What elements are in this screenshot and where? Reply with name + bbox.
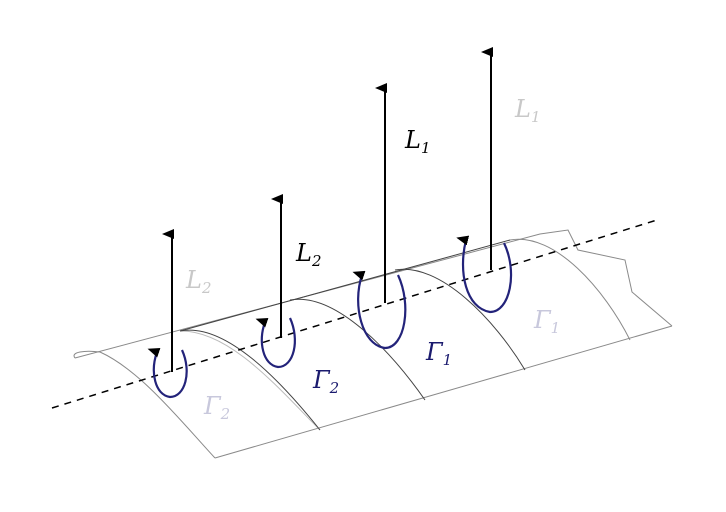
vortex-loop-left [255,317,296,369]
wing-section-3 [289,298,426,401]
vortex-loop-right [456,235,513,314]
wing-section-2 [179,329,321,431]
label-lift-far-right: L1 [514,95,540,126]
label-circulation-center: Γ1 [425,338,452,369]
dashed-span-axis [51,219,658,409]
label-circulation-far-right: Γ1 [533,306,560,337]
circulation-loops [147,235,513,399]
label-lift-center: L1 [404,126,430,157]
vortex-loop-far-left [147,347,188,399]
label-circulation-left: Γ2 [312,366,339,397]
wing-top-line-dark [179,239,511,332]
wing-section-1-faint [179,330,321,431]
wing-surface [73,229,673,459]
wing-trailing-edge [214,325,673,459]
vortex-loop-center [352,270,407,350]
label-lift-far-left: L2 [185,266,211,297]
label-lift-left: L2 [295,239,321,270]
wing-leading-edge [74,229,673,359]
wing-root-profile [73,350,216,459]
lift-arrows [162,47,493,372]
wing-section-5 [509,238,631,341]
label-circulation-far-left: Γ2 [203,392,230,423]
wing-section-4 [394,268,526,371]
